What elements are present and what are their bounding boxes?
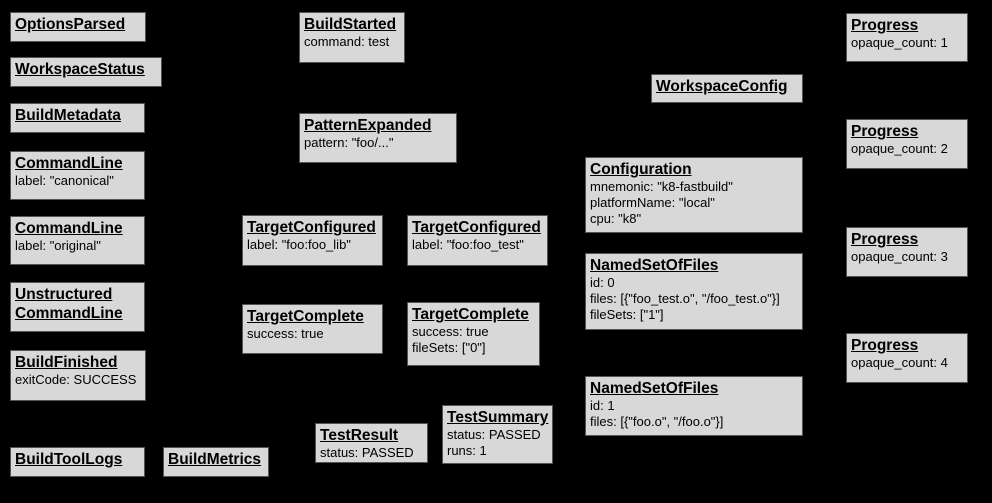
node-title: NamedSetOfFiles <box>590 380 719 397</box>
node-field: opaque_count: 3 <box>851 249 948 264</box>
node-field: opaque_count: 2 <box>851 141 948 156</box>
node-title: CommandLine <box>15 155 123 172</box>
node-target-configured-lib: TargetConfigured label: "foo:foo_lib" <box>242 215 383 266</box>
node-progress-4: Progress opaque_count: 4 <box>846 333 968 383</box>
node-field: opaque_count: 4 <box>851 355 948 370</box>
node-field: pattern: "foo/..." <box>304 135 394 150</box>
node-build-metrics: BuildMetrics <box>163 447 269 477</box>
node-title: BuildToolLogs <box>15 451 123 468</box>
node-field: id: 0 <box>590 275 615 290</box>
node-title: BuildMetadata <box>15 107 121 124</box>
node-options-parsed: OptionsParsed <box>10 12 146 42</box>
node-field: label: "foo:foo_test" <box>412 237 524 252</box>
node-target-configured-test: TargetConfigured label: "foo:foo_test" <box>407 215 548 266</box>
node-field: status: PASSED <box>320 445 414 460</box>
node-title: Configuration <box>590 161 692 178</box>
node-workspace-config: WorkspaceConfig <box>651 74 803 103</box>
node-build-started: BuildStarted command: test <box>299 12 405 63</box>
node-title: Progress <box>851 337 919 354</box>
node-progress-1: Progress opaque_count: 1 <box>846 13 968 62</box>
node-title: Progress <box>851 17 919 34</box>
node-field: label: "canonical" <box>15 173 114 188</box>
node-unstructured-command-line: Unstructured CommandLine <box>10 282 145 332</box>
node-field: status: PASSED <box>447 427 541 442</box>
node-test-summary: TestSummary status: PASSED runs: 1 <box>442 405 553 464</box>
node-test-result: TestResult status: PASSED <box>315 423 428 463</box>
node-field: files: [{"foo_test.o", "/foo_test.o"}] <box>590 291 780 306</box>
node-build-finished: BuildFinished exitCode: SUCCESS <box>10 350 146 401</box>
node-title: TargetComplete <box>412 306 529 323</box>
node-progress-2: Progress opaque_count: 2 <box>846 119 968 169</box>
node-workspace-status: WorkspaceStatus <box>10 57 162 87</box>
node-title: BuildMetrics <box>168 451 262 468</box>
node-title: Progress <box>851 231 919 248</box>
node-field: runs: 1 <box>447 443 487 458</box>
node-title: Unstructured <box>15 286 113 303</box>
node-field: label: "original" <box>15 238 101 253</box>
node-target-complete-lib: TargetComplete success: true <box>242 304 383 354</box>
node-command-line-canonical: CommandLine label: "canonical" <box>10 151 145 200</box>
node-title: CommandLine <box>15 220 123 237</box>
node-field: opaque_count: 1 <box>851 35 948 50</box>
node-field: success: true <box>412 324 489 339</box>
node-title: WorkspaceConfig <box>656 78 788 95</box>
node-title: TargetComplete <box>247 308 364 325</box>
node-title: PatternExpanded <box>304 117 432 134</box>
node-configuration: Configuration mnemonic: "k8-fastbuild" p… <box>585 157 803 233</box>
node-target-complete-test: TargetComplete success: true fileSets: [… <box>407 302 540 366</box>
node-named-set-of-files-0: NamedSetOfFiles id: 0 files: [{"foo_test… <box>585 253 803 330</box>
node-named-set-of-files-1: NamedSetOfFiles id: 1 files: [{"foo.o", … <box>585 376 803 436</box>
node-title: TargetConfigured <box>412 219 541 236</box>
node-title: TestSummary <box>447 409 549 426</box>
node-field: command: test <box>304 34 390 49</box>
node-pattern-expanded: PatternExpanded pattern: "foo/..." <box>299 113 457 163</box>
node-field: cpu: "k8" <box>590 211 642 226</box>
node-build-tool-logs: BuildToolLogs <box>10 447 145 477</box>
node-title: OptionsParsed <box>15 16 126 33</box>
node-command-line-original: CommandLine label: "original" <box>10 216 145 265</box>
node-title-line2: CommandLine <box>15 305 123 322</box>
node-title: NamedSetOfFiles <box>590 257 719 274</box>
node-field: label: "foo:foo_lib" <box>247 237 351 252</box>
node-title: TestResult <box>320 427 399 444</box>
node-title: TargetConfigured <box>247 219 376 236</box>
node-field: mnemonic: "k8-fastbuild" <box>590 179 733 194</box>
node-title: Progress <box>851 123 919 140</box>
node-field: files: [{"foo.o", "/foo.o"}] <box>590 414 724 429</box>
node-field: fileSets: ["0"] <box>412 340 486 355</box>
node-field: exitCode: SUCCESS <box>15 372 137 387</box>
node-title: WorkspaceStatus <box>15 61 145 78</box>
node-field: success: true <box>247 326 324 341</box>
node-field: fileSets: ["1"] <box>590 307 664 322</box>
node-field: id: 1 <box>590 398 615 413</box>
node-progress-3: Progress opaque_count: 3 <box>846 227 968 277</box>
node-title: BuildStarted <box>304 16 397 33</box>
node-build-metadata: BuildMetadata <box>10 103 145 133</box>
node-field: platformName: "local" <box>590 195 715 210</box>
node-title: BuildFinished <box>15 354 118 371</box>
